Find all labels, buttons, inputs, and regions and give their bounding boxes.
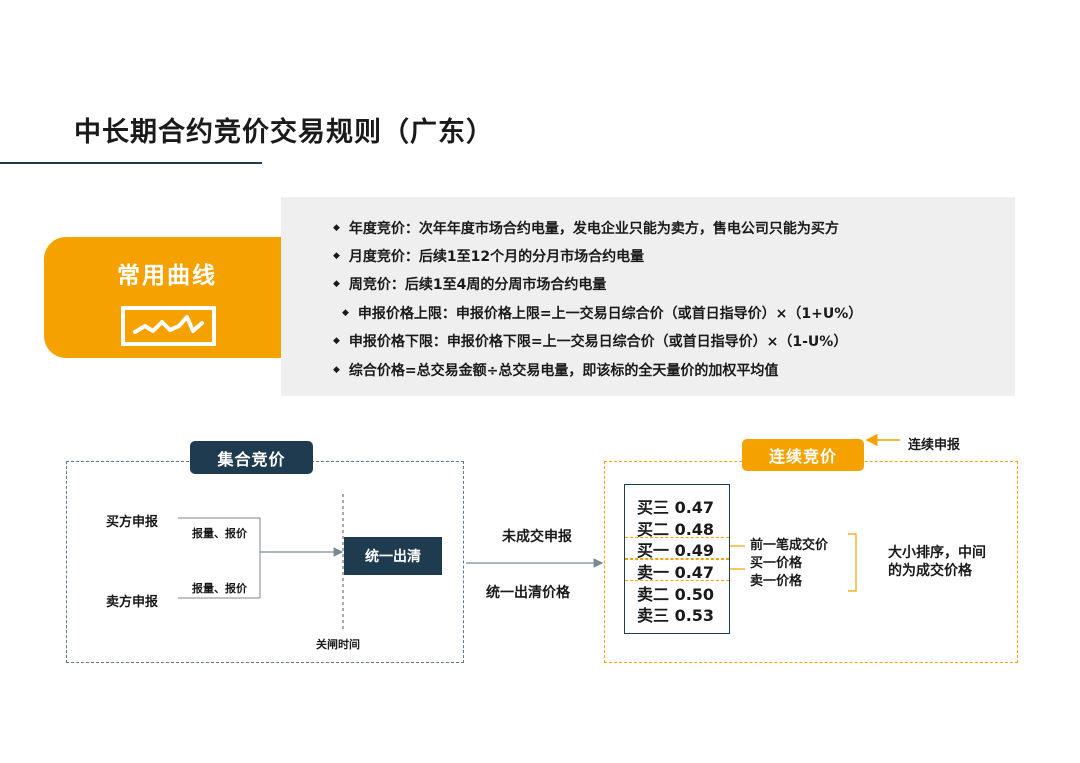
diamond-bullet-icon: ◆ — [333, 279, 340, 289]
rule-item: ◆ 综合价格=总交易金额÷总交易电量，即该标的全天量价的加权平均值 — [333, 360, 778, 380]
order-book-row: 卖一 0.47 — [637, 563, 715, 582]
title-underline — [0, 162, 262, 164]
category-badge — [44, 237, 302, 358]
rule-item: ◆ 周竞价：后续1至4周的分周市场合约电量 — [333, 274, 606, 294]
buyer-declare-label: 买方申报 — [106, 515, 159, 530]
diamond-bullet-icon: ◆ — [333, 336, 340, 346]
diamond-bullet-icon: ◆ — [333, 365, 340, 375]
ref-last-trade: 前一笔成交价 — [750, 538, 829, 553]
unmatched-orders-label: 未成交申报 — [502, 529, 572, 545]
continuous-auction-tab: 连续竞价 — [742, 439, 864, 471]
diamond-bullet-icon: ◆ — [342, 308, 349, 318]
rule-text: 综合价格=总交易金额÷总交易电量，即该标的全天量价的加权平均值 — [348, 363, 779, 379]
best-ask-highlight — [625, 559, 729, 581]
rules-panel: ◆ 年度竞价：次年年度市场合约电量，发电企业只能为卖方，售电公司只能为买方 ◆ … — [281, 197, 1015, 396]
rule-item: ◆ 月度竞价：后续1至12个月的分月市场合约电量 — [333, 246, 644, 266]
continuous-declare-label: 连续申报 — [908, 438, 961, 453]
call-auction-tab: 集合竞价 — [190, 441, 313, 474]
ref-best-ask: 卖一价格 — [750, 574, 803, 589]
order-book-row: 买三 0.47 — [637, 498, 715, 517]
order-book-row: 买一 0.49 — [637, 541, 715, 560]
order-book-row: 买二 0.48 — [637, 520, 715, 539]
order-book-row: 卖三 0.53 — [637, 606, 715, 625]
rule-text: 月度竞价：后续1至12个月的分月市场合约电量 — [348, 249, 645, 265]
buyer-note: 报量、报价 — [192, 527, 247, 540]
rule-text: 年度竞价：次年年度市场合约电量，发电企业只能为卖方，售电公司只能为买方 — [348, 221, 839, 237]
clearing-price-label: 统一出清价格 — [486, 585, 570, 601]
badge-label: 常用曲线 — [117, 263, 217, 289]
seller-declare-label: 卖方申报 — [106, 595, 159, 610]
diamond-bullet-icon: ◆ — [333, 223, 340, 233]
line-chart-icon — [121, 306, 216, 346]
ref-best-bid: 买一价格 — [750, 556, 803, 571]
rule-text: 申报价格下限：申报价格下限=上一交易日综合价（或首日指导价）×（1-U%） — [348, 334, 848, 350]
close-time-label: 关闸时间 — [316, 638, 360, 651]
page-title: 中长期合约竞价交易规则（广东） — [74, 117, 494, 148]
seller-note: 报量、报价 — [192, 582, 247, 595]
conclusion-line-2: 的为成交价格 — [888, 563, 972, 579]
order-book: 买三 0.47 买二 0.48 买一 0.49 卖一 0.47 卖二 0.50 … — [624, 484, 730, 634]
rule-text: 申报价格上限：申报价格上限=上一交易日综合价（或首日指导价）×（1+U%） — [357, 306, 863, 322]
rule-item: ◆ 申报价格上限：申报价格上限=上一交易日综合价（或首日指导价）×（1+U%） — [342, 303, 862, 323]
best-bid-highlight — [625, 537, 729, 559]
conclusion-line-1: 大小排序，中间 — [888, 545, 986, 561]
rule-text: 周竞价：后续1至4周的分周市场合约电量 — [348, 277, 607, 293]
rule-item: ◆ 年度竞价：次年年度市场合约电量，发电企业只能为卖方，售电公司只能为买方 — [333, 218, 839, 238]
order-book-row: 卖二 0.50 — [637, 585, 715, 604]
unified-clearing-box: 统一出清 — [344, 537, 442, 575]
diamond-bullet-icon: ◆ — [333, 251, 340, 261]
rule-item: ◆ 申报价格下限：申报价格下限=上一交易日综合价（或首日指导价）×（1-U%） — [333, 331, 847, 351]
